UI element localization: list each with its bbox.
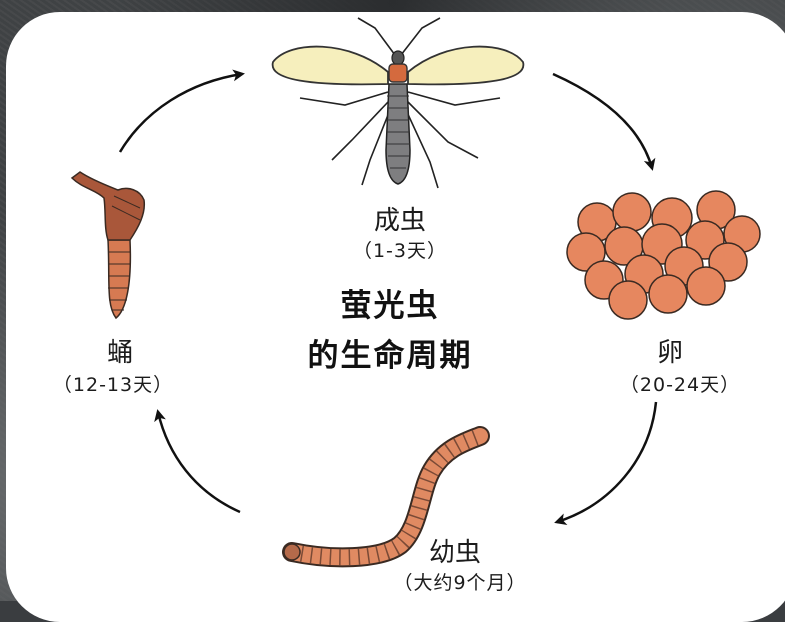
egg-stage-duration: （20-24天） <box>590 370 770 397</box>
larva-stage-duration: （大约9个月） <box>360 568 560 595</box>
arrow-larva-to-pupa <box>158 412 240 512</box>
diagram-title-line2: 的生命周期 <box>250 330 530 375</box>
adult-stage-duration: （1-3天） <box>320 236 480 263</box>
egg-cluster-icon <box>567 191 760 319</box>
diagram-title-line1: 萤光虫 <box>250 280 530 325</box>
arrow-pupa-to-adult <box>120 74 242 152</box>
arrow-adult-to-egg <box>553 74 652 168</box>
pupa-stage-duration: （12-13天） <box>18 370 208 397</box>
arrow-egg-to-larva <box>557 402 656 522</box>
egg-stage-name: 卵 <box>640 332 700 369</box>
adult-stage-name: 成虫 <box>350 200 450 237</box>
pupa-stage-name: 蛹 <box>80 332 160 369</box>
pupa-icon <box>72 172 144 318</box>
adult-firefly-icon <box>273 18 524 188</box>
larva-stage-name: 幼虫 <box>400 532 510 569</box>
